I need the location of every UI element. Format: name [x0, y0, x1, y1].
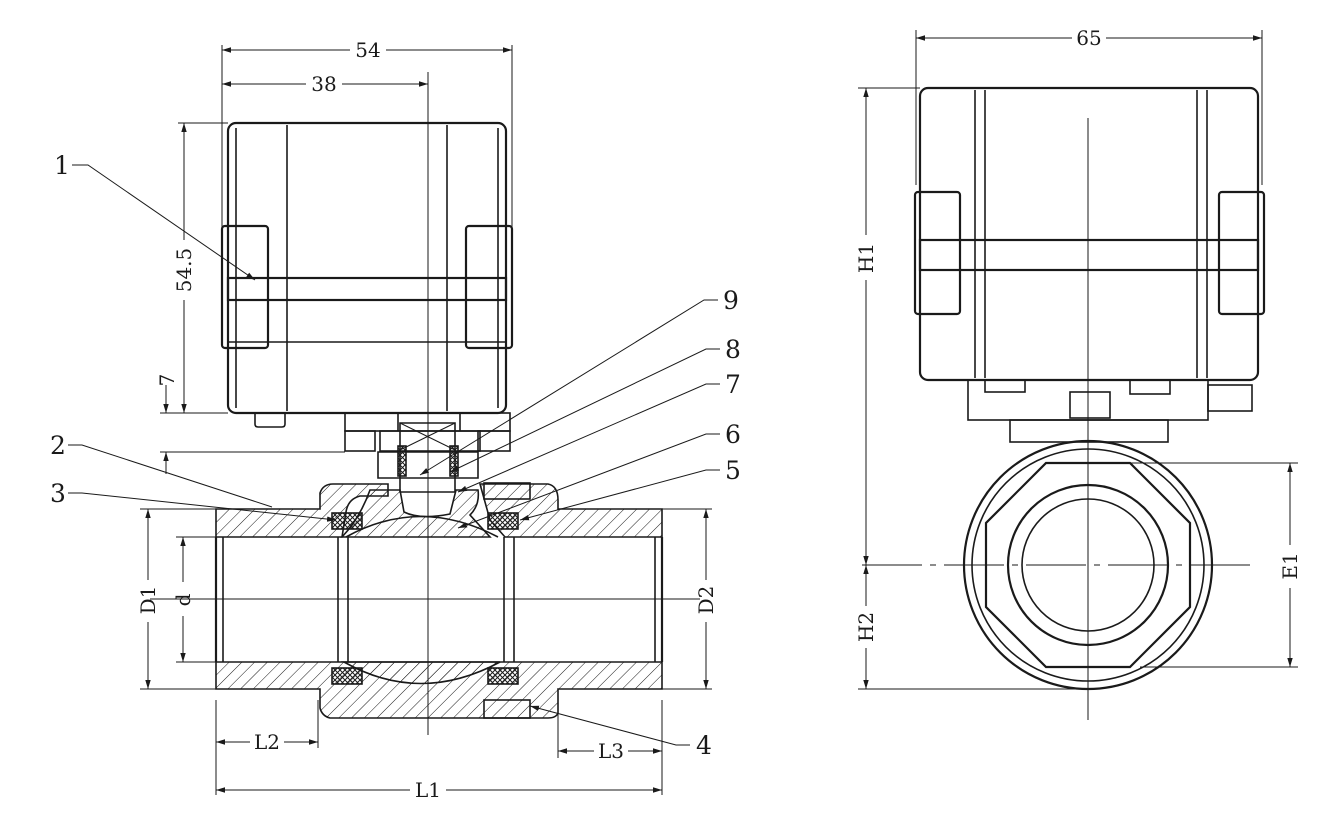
- callout-6: 6: [725, 420, 741, 449]
- callout-7: 7: [725, 370, 741, 399]
- dim-e1: E1: [1278, 552, 1302, 579]
- dim-d1: D1: [136, 586, 160, 615]
- callout-4: 4: [696, 731, 712, 760]
- dim-d2: D2: [694, 586, 718, 615]
- dim-l2: L2: [254, 730, 280, 754]
- actuator-side: [913, 86, 1266, 443]
- side-dimensions: [858, 30, 1298, 690]
- callout-leaders: [68, 164, 720, 746]
- dim-38: 38: [311, 72, 336, 96]
- dim-h1: H1: [854, 243, 878, 273]
- actuator-front: [220, 121, 514, 428]
- callout-8: 8: [725, 335, 741, 364]
- dim-54: 54: [355, 38, 380, 62]
- dim-65: 65: [1076, 26, 1101, 50]
- dim-h2: H2: [854, 612, 878, 642]
- callout-9: 9: [723, 286, 739, 315]
- callout-2: 2: [50, 431, 66, 460]
- valve-body-front: [150, 72, 700, 735]
- dim-l3: L3: [598, 739, 624, 763]
- callout-3: 3: [50, 479, 66, 508]
- dim-7: 7: [155, 374, 179, 387]
- dim-54-5: 54.5: [172, 248, 196, 293]
- callout-5: 5: [725, 456, 741, 485]
- dim-d: d: [171, 593, 195, 606]
- callout-1: 1: [54, 151, 70, 180]
- dim-l1: L1: [415, 778, 441, 802]
